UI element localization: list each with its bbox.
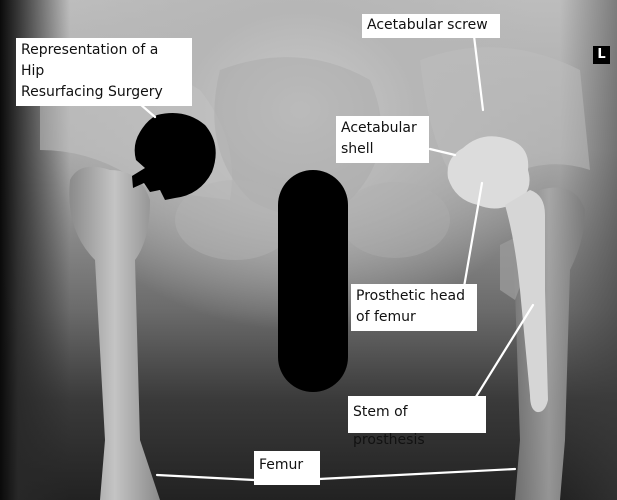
femoral-stem-prosthesis	[505, 190, 548, 413]
redaction-hip-head	[132, 112, 216, 200]
orientation-marker-L: L	[593, 46, 610, 64]
leader-acetabular-screw	[472, 34, 485, 112]
label-stem: Stem of prosthesis	[348, 396, 486, 448]
right-obturator	[340, 182, 450, 258]
pelvic-inlet	[214, 57, 382, 216]
left-femur-bone	[69, 166, 160, 500]
label-femur: Femur	[254, 451, 320, 485]
label-acetabular-shell: Acetabular shell	[336, 116, 429, 163]
leader-stem	[472, 303, 535, 402]
label-prosthetic-head: Prosthetic head of femur	[351, 284, 477, 331]
leader-acetabular-shell	[428, 147, 457, 157]
leader-femur-left	[155, 473, 256, 482]
leader-femur-right	[317, 467, 517, 481]
label-acetabular-screw: Acetabular screw	[362, 14, 500, 38]
leader-prosthetic-head	[462, 181, 484, 289]
acetabular-shell-prosthesis	[447, 136, 530, 209]
redaction-center	[278, 170, 348, 392]
label-title: Representation of a Hip Resurfacing Surg…	[16, 38, 192, 106]
left-obturator	[175, 180, 295, 260]
leader-lines	[116, 34, 535, 482]
